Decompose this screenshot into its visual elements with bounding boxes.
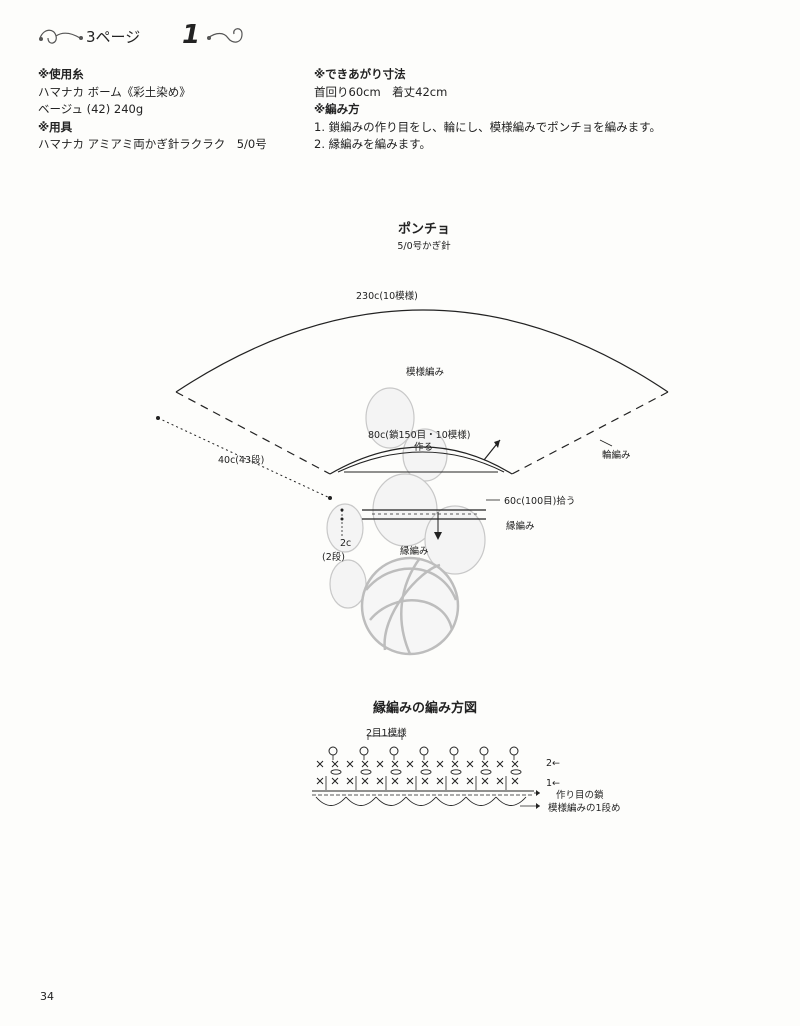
chain-stitch-icon (390, 769, 402, 775)
single-crochet-icon (406, 760, 414, 768)
single-crochet-icon (496, 760, 504, 768)
left-flourish-icon (39, 29, 83, 44)
single-crochet-icon (406, 777, 414, 785)
picot-stitch-icon (479, 746, 489, 756)
finished-block: ※できあがり寸法 首回り60cm 着丈42cm ※編み方 1. 鎖編みの作り目を… (314, 66, 661, 154)
label-neck: 60c(100目)拾う (504, 496, 576, 507)
picot-stitch-icon (328, 746, 338, 756)
chart-title: 縁編みの編み方図 (372, 701, 477, 716)
chain-stitch-icon (360, 769, 372, 775)
scallop-arch (375, 796, 407, 806)
single-crochet-icon (316, 760, 324, 768)
single-crochet-icon (376, 760, 384, 768)
pattern-number: 1 (182, 20, 201, 50)
scallop-arch (345, 796, 377, 806)
single-crochet-icon (511, 760, 519, 768)
single-crochet-icon (376, 777, 384, 785)
single-crochet-icon (451, 760, 459, 768)
single-crochet-icon (361, 760, 369, 768)
single-crochet-icon (331, 777, 339, 785)
single-crochet-icon (346, 760, 354, 768)
page-number: 34 (40, 990, 54, 1003)
cactus-illustration (326, 387, 486, 609)
size-line: 首回り60cm 着丈42cm (314, 84, 448, 99)
scallop-arch (435, 796, 467, 806)
single-crochet-icon (346, 777, 354, 785)
yarn-line-2: ベージュ (42) 240g (38, 102, 144, 116)
chart-first-row: 模様編みの1段め (548, 803, 621, 814)
single-crochet-icon (331, 760, 339, 768)
label-edge-height: 2c (340, 538, 352, 549)
single-crochet-icon (481, 760, 489, 768)
single-crochet-icon (421, 760, 429, 768)
scallop-arch (495, 796, 527, 806)
single-crochet-icon (496, 777, 504, 785)
single-crochet-icon (316, 777, 324, 785)
picot-stitch-icon (449, 746, 459, 756)
single-crochet-icon (436, 760, 444, 768)
picot-stitch-icon (509, 746, 519, 756)
diagram-hook: 5/0号かぎ針 (397, 241, 451, 252)
label-chain: 80c(鎖150目・10模様) (368, 430, 471, 441)
picot-stitch-icon (419, 746, 429, 756)
label-edge-rows: (2段) (322, 552, 345, 563)
chain-stitch-icon (510, 769, 522, 775)
diagram-title: ポンチョ (397, 222, 450, 237)
label-edge-right: 縁編み (506, 521, 535, 532)
label-side-length: 40c(43段) (218, 455, 265, 466)
single-crochet-icon (481, 777, 489, 785)
single-crochet-icon (391, 760, 399, 768)
yarn-line-1: ハマナカ ボーム《彩土染め》 (38, 84, 191, 99)
scallop-arch (465, 796, 497, 806)
picot-stitch-icon (389, 746, 399, 756)
yarn-ball-icon (360, 556, 460, 656)
label-top-width: 230c(10模様) (356, 291, 418, 302)
chart-row-1: 1← (546, 778, 561, 789)
method-step-2: 2. 縁編みを編みます。 (314, 137, 431, 151)
chart-repeat-label: 2目1模様 (366, 728, 407, 739)
label-pattern: 模様編み (406, 367, 445, 378)
materials-block: ※使用糸 ハマナカ ボーム《彩土染め》 ベージュ (42) 240g ※用具 ハ… (38, 66, 267, 154)
single-crochet-icon (391, 777, 399, 785)
page-reference: 3ページ (86, 28, 141, 46)
single-crochet-icon (361, 777, 369, 785)
page-header: 3ページ 1 (36, 20, 243, 52)
single-crochet-icon (421, 777, 429, 785)
single-crochet-icon (451, 777, 459, 785)
label-round: 輪編み (602, 450, 631, 461)
chart-base-chain: 作り目の鎖 (556, 790, 604, 801)
size-heading: ※できあがり寸法 (314, 67, 406, 81)
label-make: 作る (414, 442, 434, 453)
chain-stitch-icon (450, 769, 462, 775)
tools-line-1: ハマナカ アミアミ両かぎ針ラクラク 5/0号 (38, 137, 267, 151)
scallop-arch (405, 796, 437, 806)
single-crochet-icon (436, 777, 444, 785)
chain-stitch-icon (420, 769, 432, 775)
single-crochet-icon (466, 760, 474, 768)
label-edge-center: 縁編み (400, 546, 429, 557)
single-crochet-icon (511, 777, 519, 785)
right-flourish-icon (207, 28, 243, 43)
chain-stitch-icon (480, 769, 492, 775)
chart-row-2: 2← (546, 758, 561, 769)
method-heading: ※編み方 (314, 102, 360, 116)
tools-heading: ※用具 (38, 119, 73, 134)
chain-stitch-icon (330, 769, 342, 775)
method-step-1: 1. 鎖編みの作り目をし、輪にし、模様編みでポンチョを編みます。 (314, 119, 661, 134)
scallop-arch (315, 796, 347, 806)
picot-stitch-icon (359, 746, 369, 756)
yarn-heading: ※使用糸 (38, 67, 84, 81)
single-crochet-icon (466, 777, 474, 785)
